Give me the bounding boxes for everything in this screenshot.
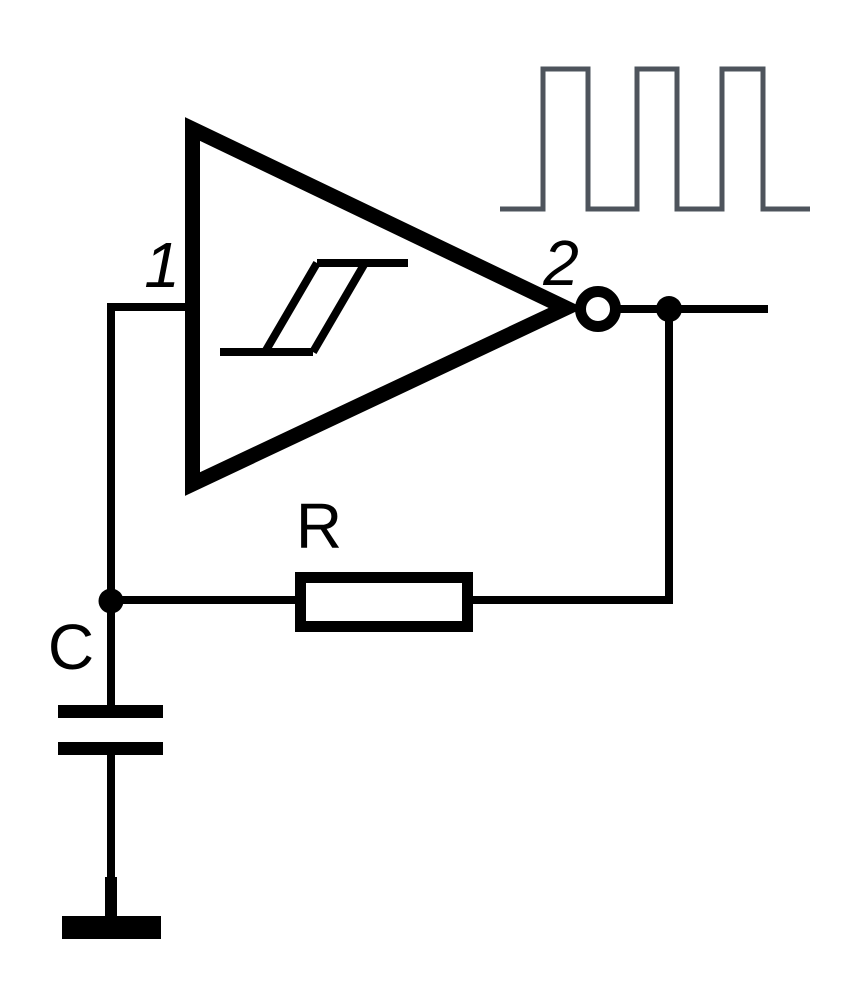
input-node-dot [98, 588, 124, 614]
ground-stub-icon [105, 877, 117, 918]
pin-label-output: 2 [542, 227, 579, 299]
labels: 1 2 R C [48, 227, 579, 683]
capacitor-top-plate-icon [58, 705, 163, 718]
output-junction-dot [656, 296, 682, 322]
inverter-triangle-icon [185, 117, 584, 496]
filled-parts [58, 296, 682, 939]
pin-label-input: 1 [144, 229, 180, 301]
hysteresis-icon [220, 259, 408, 356]
wires [107, 303, 768, 880]
schmitt-trigger-inverter [185, 117, 621, 632]
ground-bar-icon [62, 916, 161, 939]
resistor-label: R [296, 490, 342, 562]
capacitor-label: C [48, 611, 94, 683]
square-wave-icon [500, 66, 810, 212]
capacitor-bottom-plate-icon [58, 742, 163, 755]
resistor-body-icon [295, 572, 473, 632]
inversion-bubble-icon [575, 286, 621, 332]
output-waveform [500, 66, 810, 212]
